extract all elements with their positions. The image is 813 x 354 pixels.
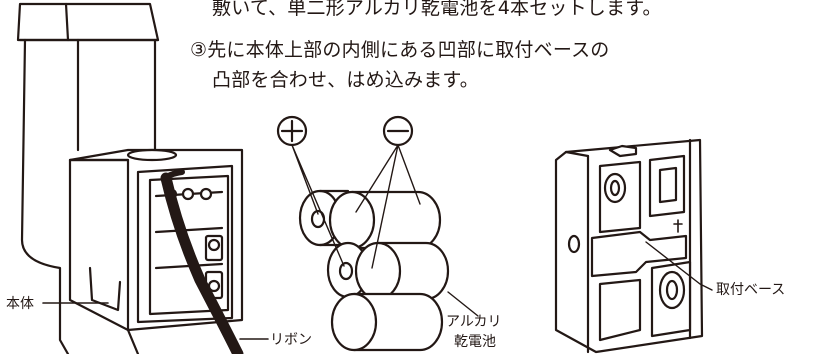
instruction-step3-line1: ③先に本体上部の内側にある凹部に取付ベースの	[190, 39, 610, 61]
battery-label-line2: 乾電池	[454, 334, 496, 350]
ribbon-label: リボン	[270, 332, 312, 348]
ribbon-strap	[160, 172, 244, 354]
instruction-step3-line2: 凸部を合わせ、はめ込みます。	[212, 69, 479, 91]
batteries-group	[298, 189, 450, 352]
main-body-label: 本体	[6, 296, 34, 312]
battery-label-line1: アルカリ	[446, 314, 502, 330]
mount-base-label: 取付ベース	[716, 282, 786, 298]
mount-base-leader	[645, 241, 713, 291]
mount-base-unit	[554, 138, 704, 354]
instruction-line-prev: 敷いて、単二形アルカリ乾電池を4本セットします。	[212, 0, 662, 19]
